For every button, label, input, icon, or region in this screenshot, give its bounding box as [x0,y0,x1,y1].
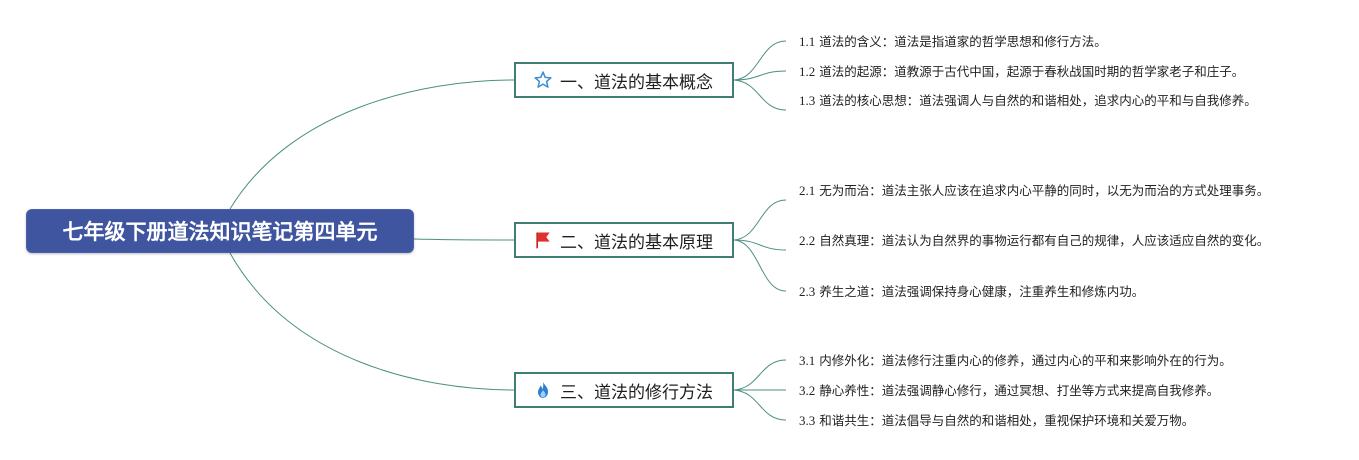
leaf-text: 道法的起源：道教源于古代中国，起源于春秋战国时期的哲学家老子和庄子。 [815,64,1245,79]
root-topic[interactable]: 七年级下册道法知识笔记第四单元 [26,209,414,253]
branch-topic-practice-methods[interactable]: 三、道法的修行方法 [514,372,734,408]
red-flag-icon [532,229,554,251]
branch-topic-basic-principles[interactable]: 二、道法的基本原理 [514,222,734,258]
flame-icon [532,379,554,401]
star-icon [532,69,554,91]
connector-root-branch-2 [413,238,515,241]
connector-branch2-leaf2 [733,239,787,251]
leaf-topic[interactable]: 2.3 养生之道：道法强调保持身心健康，注重养生和修炼内功。 [799,281,1314,302]
leaf-number: 2.3 [799,284,816,299]
leaf-topic[interactable]: 1.2 道法的起源：道教源于古代中国，起源于春秋战国时期的哲学家老子和庄子。 [799,61,1314,82]
leaf-number: 1.1 [799,34,816,49]
leaf-number: 1.2 [799,64,816,79]
leaf-topic[interactable]: 1.3 道法的核心思想：道法强调人与自然的和谐相处，追求内心的平和与自我修养。 [799,90,1311,111]
leaf-topic[interactable]: 2.1 无为而治：道法主张人应该在追求内心平静的同时，以无为而治的方式处理事务。 [799,180,1314,201]
leaf-text: 和谐共生：道法倡导与自然的和谐相处，重视保护环境和关爱万物。 [815,413,1195,428]
leaf-topic[interactable]: 1.1 道法的含义：道法是指道家的哲学思想和修行方法。 [799,31,1314,52]
leaf-topic[interactable]: 3.1 内修外化：道法修行注重内心的修养，通过内心的平和来影响外在的行为。 [799,350,1314,371]
leaf-number: 2.2 [799,233,816,248]
connector-branch1-leaf2 [733,70,787,81]
connector-branch2-leaf3 [733,239,787,292]
connector-branch3-leaf1 [733,359,787,391]
leaf-text: 静心养性：道法强调静心修行，通过冥想、打坐等方式来提高自我修养。 [815,383,1220,398]
leaf-topic[interactable]: 3.2 静心养性：道法强调静心修行，通过冥想、打坐等方式来提高自我修养。 [799,380,1314,401]
connector-root-branch-1 [229,79,515,210]
leaf-number: 3.2 [799,383,816,398]
leaf-text: 道法的含义：道法是指道家的哲学思想和修行方法。 [815,34,1107,49]
leaf-text: 无为而治：道法主张人应该在追求内心平静的同时，以无为而治的方式处理事务。 [815,183,1270,198]
root-topic-title: 七年级下册道法知识笔记第四单元 [62,220,378,244]
leaf-text: 道法的核心思想：道法强调人与自然的和谐相处，追求内心的平和与自我修养。 [815,93,1257,108]
connector-branch3-leaf3 [733,389,787,421]
connector-root-branch-3 [229,252,515,391]
branch-label: 三、道法的修行方法 [560,382,713,403]
leaf-topic[interactable]: 3.3 和谐共生：道法倡导与自然的和谐相处，重视保护环境和关爱万物。 [799,410,1314,431]
connector-branch2-leaf1 [733,199,787,241]
branch-label: 二、道法的基本原理 [560,232,713,253]
leaf-number: 3.3 [799,413,816,428]
branch-topic-basic-concepts[interactable]: 一、道法的基本概念 [514,62,734,98]
leaf-number: 1.3 [799,93,816,108]
leaf-text: 内修外化：道法修行注重内心的修养，通过内心的平和来影响外在的行为。 [815,353,1232,368]
leaf-topic[interactable]: 2.2 自然真理：道法认为自然界的事物运行都有自己的规律，人应该适应自然的变化。 [799,230,1314,251]
branch-label: 一、道法的基本概念 [560,72,713,93]
leaf-text: 自然真理：道法认为自然界的事物运行都有自己的规律，人应该适应自然的变化。 [815,233,1270,248]
leaf-number: 3.1 [799,353,816,368]
connector-branch1-leaf3 [733,79,787,111]
leaf-number: 2.1 [799,183,816,198]
connector-branch1-leaf1 [733,40,787,81]
leaf-text: 养生之道：道法强调保持身心健康，注重养生和修炼内功。 [815,284,1145,299]
